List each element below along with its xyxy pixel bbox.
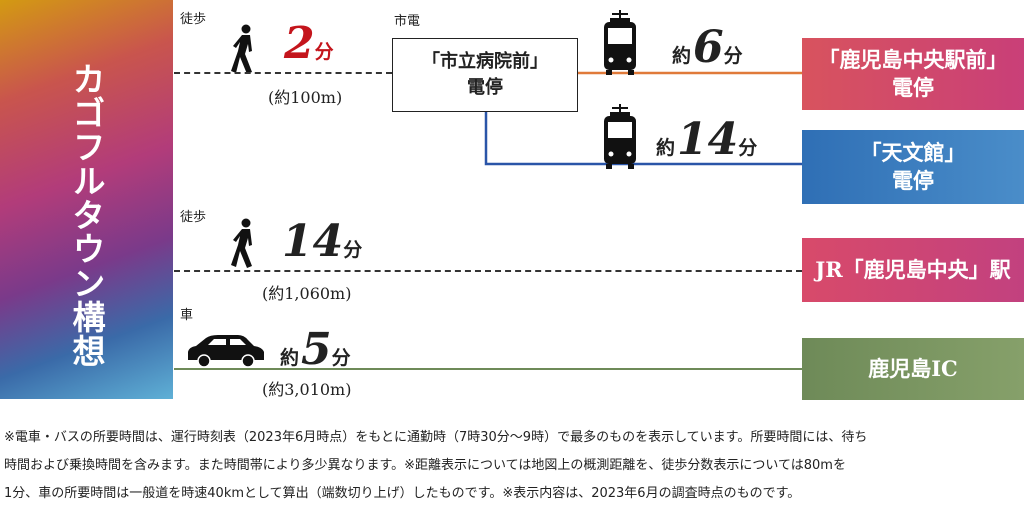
car-route-line <box>174 368 802 370</box>
walk1-time-unit: 分 <box>314 41 334 63</box>
destination-central-stop-name: 「鹿児島中央駅前」 <box>818 47 1008 72</box>
destination-jr-station-name: JR「鹿児島中央」駅 <box>815 257 1011 282</box>
tram-central-time-number: 6 <box>693 22 724 73</box>
walk2-mode-label: 徒歩 <box>180 210 207 225</box>
footnote-line-2: 時間および乗換時間を含みます。また時間帯により多少異なります。※距離表示について… <box>4 458 846 473</box>
car-time-number: 5 <box>301 324 332 375</box>
tram-tenmonkan-time-number: 14 <box>677 114 739 165</box>
walk2-time-number: 14 <box>282 216 344 267</box>
car-time: 約5分 <box>280 324 351 375</box>
tram-tenmonkan-prefix: 約 <box>656 137 676 159</box>
destination-tenmonkan-stop: 「天文館」 電停 <box>802 130 1024 204</box>
walk1-time-number: 2 <box>284 18 315 69</box>
title-panel: カゴフルタウン構想 <box>0 0 173 399</box>
tram-mode-label: 市電 <box>394 14 421 29</box>
tram-origin-stop-name: 「市立病院前」 <box>422 51 548 72</box>
walk2-time-unit: 分 <box>343 239 363 261</box>
destination-central-stop: 「鹿児島中央駅前」 電停 <box>802 38 1024 110</box>
walk2-dashed-line <box>174 270 802 272</box>
page-title: カゴフルタウン構想 <box>67 62 106 368</box>
tram-icon <box>604 10 636 75</box>
tram-icon <box>604 104 636 169</box>
tram-origin-stop: 「市立病院前」 電停 <box>392 38 578 112</box>
tram-line-to-tenmonkan <box>484 112 802 166</box>
walk1-time: 2分 <box>284 18 334 69</box>
walk2-time: 14分 <box>282 216 362 267</box>
tram-route-lines <box>484 71 802 166</box>
destination-tenmonkan-stop-name: 「天文館」 <box>860 140 966 165</box>
car-distance: (約3,010m) <box>262 380 352 399</box>
destination-jr-station: JR「鹿児島中央」駅 <box>802 238 1024 302</box>
car-mode-label: 車 <box>180 308 194 323</box>
tram-tenmonkan-time-unit: 分 <box>738 137 758 159</box>
walking-person-icon <box>231 218 252 268</box>
walk2-distance: (約1,060m) <box>262 284 352 303</box>
car-icon <box>188 335 264 368</box>
footnote: ※電車・バスの所要時間は、運行時刻表（2023年6月時点）をもとに通勤時（7時3… <box>4 424 1020 508</box>
walk1-mode-label: 徒歩 <box>180 12 207 27</box>
tram-tenmonkan-time: 約14分 <box>656 114 757 165</box>
walking-person-icon <box>231 24 252 74</box>
destination-ic: 鹿児島IC <box>802 338 1024 400</box>
walk1-distance: (約100m) <box>268 88 343 107</box>
tram-origin-stop-suffix: 電停 <box>467 77 503 98</box>
tram-central-prefix: 約 <box>672 45 692 67</box>
destination-ic-name: 鹿児島IC <box>868 356 958 381</box>
walk1-dashed-line <box>174 72 392 74</box>
tram-central-time-unit: 分 <box>723 45 743 67</box>
car-time-unit: 分 <box>331 347 351 369</box>
footnote-line-3: 1分、車の所要時間は一般道を時速40kmとして算出（端数切り上げ）したものです。… <box>4 486 801 501</box>
tram-central-time: 約6分 <box>672 22 743 73</box>
car-time-prefix: 約 <box>280 347 300 369</box>
destination-tenmonkan-stop-suffix: 電停 <box>892 168 934 193</box>
destination-central-stop-suffix: 電停 <box>892 75 934 100</box>
footnote-line-1: ※電車・バスの所要時間は、運行時刻表（2023年6月時点）をもとに通勤時（7時3… <box>4 430 868 445</box>
